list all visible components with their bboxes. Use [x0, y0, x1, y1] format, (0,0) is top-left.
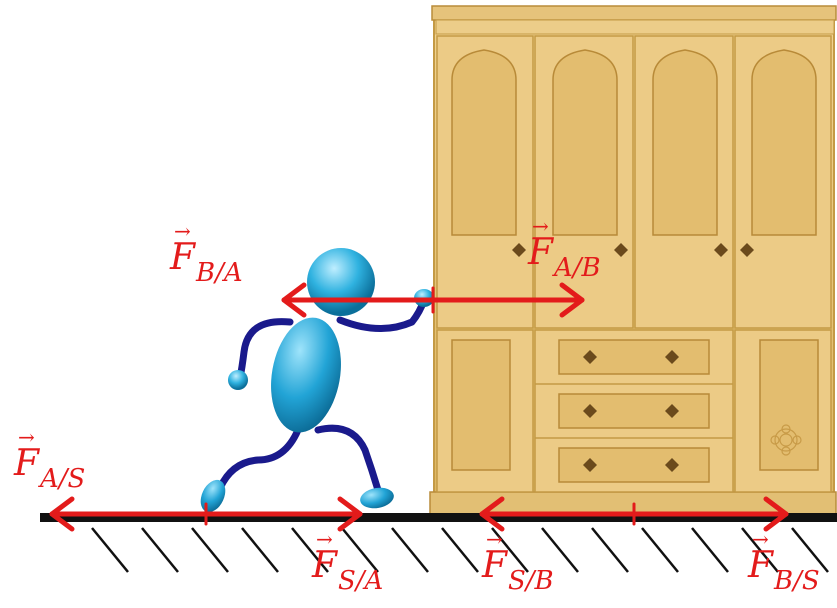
arch-panel-3: [652, 49, 718, 236]
label-F_AS: FA/S: [14, 443, 85, 493]
wardrobe: [429, 5, 837, 515]
vector-symbol: F: [170, 237, 195, 278]
flower-ornament: [770, 424, 802, 456]
arrow-F_AB: [430, 282, 585, 318]
ground: [40, 513, 837, 573]
force-subscript: S/B: [507, 566, 554, 596]
drawer-1: [558, 339, 710, 375]
drawer-3: [558, 447, 710, 483]
vector-symbol: F: [312, 545, 337, 586]
ground-hatching: [91, 527, 829, 573]
person: [200, 248, 434, 513]
drawers: [534, 329, 734, 493]
front-foot: [360, 487, 394, 509]
force-subscript: A/S: [39, 464, 86, 494]
label-F_BA: FB/A: [170, 237, 243, 287]
vector-symbol: F: [528, 232, 553, 273]
front-leg: [314, 424, 382, 494]
wardrobe-top-molding: [431, 5, 837, 21]
ground-line: [40, 513, 837, 522]
label-F_SA: FS/A: [312, 545, 383, 595]
knob-1: [512, 243, 526, 257]
vector-symbol: F: [482, 545, 507, 586]
label-F_BS: FB/S: [748, 545, 820, 595]
wardrobe-cornice: [435, 19, 835, 35]
arrow-F_AS: [49, 496, 209, 532]
drawer-2: [558, 393, 710, 429]
force-subscript: S/A: [337, 566, 384, 596]
vector-symbol: F: [14, 443, 39, 484]
force-subscript: B/A: [195, 258, 243, 288]
person-head: [307, 248, 375, 316]
label-F_AB: FA/B: [528, 232, 601, 282]
lower-left-panel: [451, 339, 511, 471]
person-body: [271, 317, 341, 433]
door-knobs: [512, 243, 754, 257]
arch-panel-4: [751, 49, 817, 236]
drawer-knobs: [583, 350, 679, 472]
vector-symbol: F: [748, 545, 773, 586]
arch-panel-2: [552, 49, 618, 236]
arrow-F_BA: [281, 282, 436, 318]
arched-panels: [451, 49, 817, 236]
arrow-F_SA: [203, 496, 363, 532]
back-hand: [228, 370, 248, 390]
force-arrows: [49, 282, 789, 532]
front-arm: [336, 296, 428, 333]
back-leg: [216, 426, 302, 492]
knob-3: [714, 243, 728, 257]
arch-panel-1: [451, 49, 517, 236]
knob-4: [740, 243, 754, 257]
force-subscript: A/B: [553, 253, 601, 283]
force-subscript: B/S: [773, 566, 820, 596]
arrow-F_BS: [631, 496, 789, 532]
arrow-F_SB: [479, 496, 637, 532]
knob-2: [614, 243, 628, 257]
label-F_SB: FS/B: [482, 545, 554, 595]
